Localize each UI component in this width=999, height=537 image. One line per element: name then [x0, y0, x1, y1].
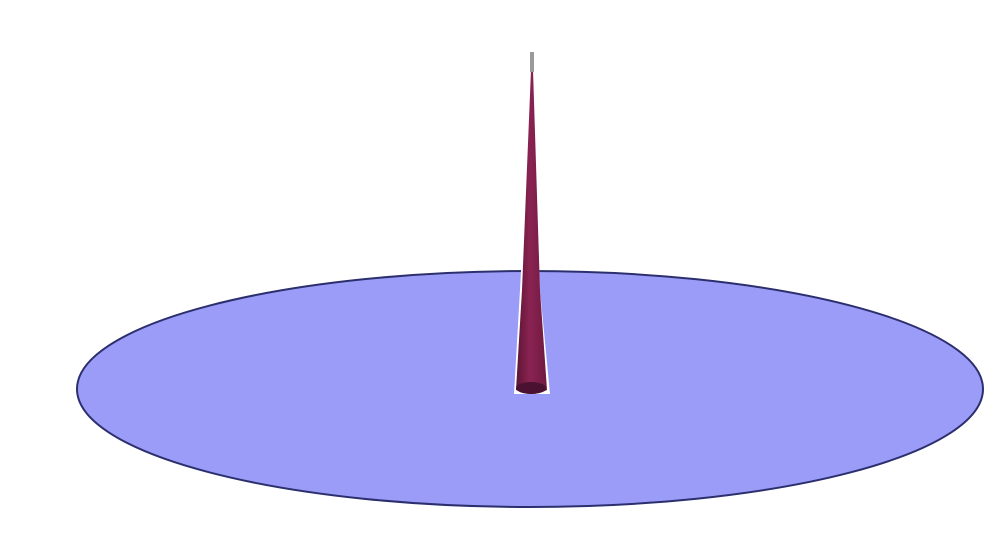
spike	[516, 70, 547, 394]
spike-tip	[530, 52, 534, 72]
spike-base	[516, 382, 546, 394]
